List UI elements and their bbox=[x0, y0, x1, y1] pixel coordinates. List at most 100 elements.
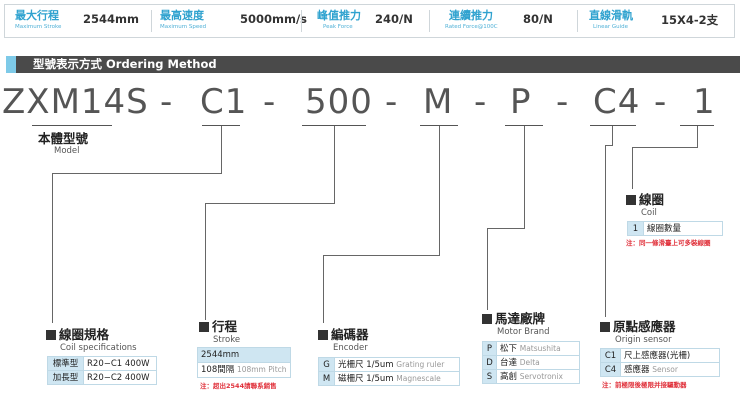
stroke-pitch-en: 108mm Pitch bbox=[236, 365, 287, 374]
underline-model bbox=[32, 125, 112, 126]
coils-title-text: 線圈 bbox=[639, 192, 665, 207]
code-dash: - bbox=[654, 82, 668, 122]
motor-sub: Motor Brand bbox=[497, 327, 550, 337]
motor-value-en: Matsushita bbox=[519, 343, 561, 353]
table-value: 松下 Matsushita bbox=[496, 341, 580, 356]
origin-sub: Origin sensor bbox=[615, 335, 672, 345]
connector bbox=[697, 126, 698, 148]
spec-label: 最高速度 bbox=[160, 9, 204, 22]
connector bbox=[52, 173, 222, 174]
origin-value: 尺上感應器(光柵) bbox=[624, 350, 691, 361]
stroke-title: 行程 bbox=[199, 319, 237, 334]
spec-divider bbox=[301, 10, 302, 32]
stroke-sub: Stroke bbox=[213, 335, 241, 345]
connector bbox=[605, 145, 606, 317]
spec-sub: Linear Guide bbox=[593, 24, 628, 30]
code-motor: P bbox=[510, 82, 532, 122]
underline-stroke bbox=[302, 125, 366, 126]
spec-divider bbox=[577, 10, 578, 32]
connector bbox=[612, 126, 613, 146]
code-stroke: 500 bbox=[305, 82, 373, 122]
table-value: R20−C2 400W bbox=[83, 370, 157, 385]
motor-title-text: 馬達廠牌 bbox=[495, 311, 546, 326]
connector bbox=[334, 126, 335, 204]
underline-motor bbox=[505, 125, 543, 126]
square-bullet-icon bbox=[600, 322, 610, 332]
stroke-note: 注：超出2544請聯系銷售 bbox=[200, 382, 277, 390]
table-key: G bbox=[318, 357, 335, 372]
spec-sub: Maximum Stroke bbox=[15, 24, 62, 30]
spec-sub: Rated Force@100C bbox=[445, 24, 498, 30]
encoder-title: 編碼器 bbox=[318, 327, 369, 342]
table-value: 台達 Delta bbox=[496, 355, 580, 370]
motor-title: 馬達廠牌 bbox=[482, 311, 545, 326]
table-key: S bbox=[482, 369, 497, 384]
spec-label: 峰值推力 bbox=[317, 9, 361, 22]
table-key: M bbox=[318, 371, 335, 386]
motor-value-en: Delta bbox=[519, 357, 540, 367]
section-accent bbox=[6, 56, 16, 73]
coils-title: 線圈 bbox=[626, 192, 664, 207]
coil-spec-title-text: 線圈規格 bbox=[59, 327, 110, 342]
table-value: 線圈數量 bbox=[643, 221, 723, 236]
origin-title: 原點感應器 bbox=[600, 319, 676, 334]
encoder-value-en: Magnescale bbox=[396, 373, 441, 383]
square-bullet-icon bbox=[482, 314, 492, 324]
spec-sub: Peak Force bbox=[323, 24, 353, 30]
square-bullet-icon bbox=[199, 322, 209, 332]
encoder-sub: Encoder bbox=[333, 343, 368, 353]
code-origin: C4 bbox=[593, 82, 641, 122]
table-value: R20−C1 400W bbox=[83, 356, 157, 371]
table-row: 108間隔 108mm Pitch bbox=[197, 362, 291, 378]
underline-coils bbox=[680, 125, 714, 126]
encoder-value: 磁柵尺 1/5um bbox=[338, 373, 394, 384]
origin-title-text: 原點感應器 bbox=[613, 319, 676, 334]
spec-divider bbox=[151, 10, 152, 32]
coils-note: 注：同一條滑臺上可多裝線圈 bbox=[626, 239, 711, 247]
table-key: 標準型 bbox=[47, 356, 84, 371]
square-bullet-icon bbox=[626, 195, 636, 205]
coil-spec-title: 線圈規格 bbox=[46, 327, 109, 342]
stroke-table: 2544mm 108間隔 108mm Pitch bbox=[197, 347, 291, 378]
table-value: 尺上感應器(光柵) bbox=[620, 348, 720, 363]
connector bbox=[323, 255, 440, 256]
coil-spec-sub: Coil specifications bbox=[60, 343, 137, 353]
square-bullet-icon bbox=[46, 330, 56, 340]
encoder-title-text: 編碼器 bbox=[331, 327, 369, 342]
connector bbox=[205, 203, 335, 204]
table-key: 加長型 bbox=[47, 370, 84, 385]
connector bbox=[487, 228, 525, 229]
spec-value: 5000mm/s bbox=[240, 12, 308, 26]
model-sub: Model bbox=[54, 146, 80, 156]
model-title: 本體型號 bbox=[38, 131, 89, 146]
code-coil: C1 bbox=[200, 82, 248, 122]
connector bbox=[632, 147, 698, 148]
table-row: 2544mm bbox=[197, 347, 291, 363]
motor-value: 台達 bbox=[500, 357, 518, 368]
encoder-value-en: Grating ruler bbox=[396, 359, 445, 369]
table-key: 1 bbox=[627, 221, 644, 236]
underline-coil bbox=[202, 125, 240, 126]
stroke-pitch: 108間隔 bbox=[201, 365, 235, 375]
underline-origin bbox=[590, 125, 636, 126]
spec-label: 連續推力 bbox=[449, 9, 493, 22]
spec-divider bbox=[429, 10, 430, 32]
spec-value: 240/N bbox=[375, 12, 413, 26]
spec-value: 15X4-2支 bbox=[661, 13, 719, 27]
encoder-value: 光柵尺 1/5um bbox=[338, 359, 394, 370]
origin-value: 感應器 bbox=[624, 364, 650, 375]
code-dash: - bbox=[474, 82, 488, 122]
section-title: 型號表示方式 Ordering Method bbox=[33, 57, 217, 71]
code-dash: - bbox=[160, 82, 174, 122]
